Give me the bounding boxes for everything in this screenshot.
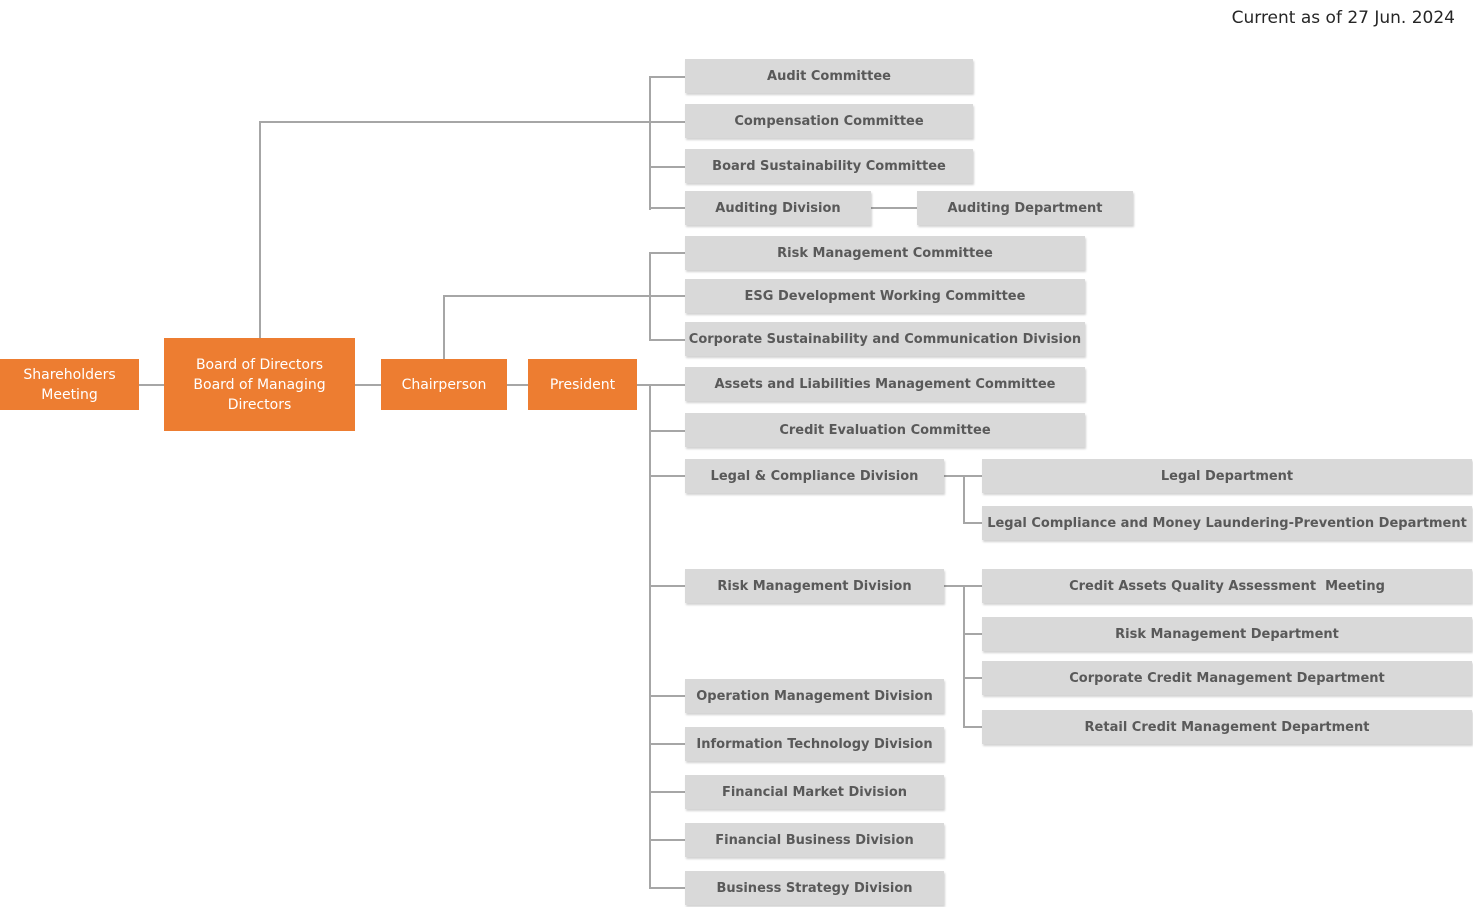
corporate-credit-management-department-box: Corporate Credit Management Department xyxy=(982,661,1472,695)
shareholders-meeting-box: Shareholders Meeting xyxy=(0,359,139,410)
board-line-3: Directors xyxy=(227,396,292,413)
esg-development-committee-box: ESG Development Working Committee xyxy=(685,279,1085,313)
financial-business-division-box: Financial Business Division xyxy=(685,823,944,857)
chairperson-box: Chairperson xyxy=(381,359,507,410)
auditing-division-box: Auditing Division xyxy=(685,191,871,225)
legal-compliance-division-box: Legal & Compliance Division xyxy=(685,459,944,493)
as-of-date: Current as of 27 Jun. 2024 xyxy=(1231,8,1455,28)
shareholders-meeting-line-1: Shareholders xyxy=(23,366,116,383)
business-strategy-division-box: Business Strategy Division xyxy=(685,871,944,905)
financial-market-division-box: Financial Market Division xyxy=(685,775,944,809)
operation-management-division-box: Operation Management Division xyxy=(685,679,944,713)
legal-department-box: Legal Department xyxy=(982,459,1472,493)
board-of-directors-box: Board of Directors Board of Managing Dir… xyxy=(164,338,355,431)
auditing-department-box: Auditing Department xyxy=(917,191,1133,225)
information-technology-division-box: Information Technology Division xyxy=(685,727,944,761)
credit-evaluation-committee-box: Credit Evaluation Committee xyxy=(685,413,1085,447)
retail-credit-management-department-box: Retail Credit Management Department xyxy=(982,710,1472,744)
risk-management-department-box: Risk Management Department xyxy=(982,617,1472,651)
risk-management-division-box: Risk Management Division xyxy=(685,569,944,603)
shareholders-meeting-line-2: Meeting xyxy=(41,386,98,403)
risk-management-committee-box: Risk Management Committee xyxy=(685,236,1085,270)
board-line-1: Board of Directors xyxy=(195,356,324,373)
board-line-2: Board of Managing xyxy=(193,376,326,393)
compensation-committee-box: Compensation Committee xyxy=(685,104,973,138)
aml-department-box: Legal Compliance and Money Laundering-Pr… xyxy=(982,506,1472,540)
audit-committee-box: Audit Committee xyxy=(685,59,973,93)
president-box: President xyxy=(528,359,637,410)
board-sustainability-committee-box: Board Sustainability Committee xyxy=(685,149,973,183)
corporate-sustainability-division-box: Corporate Sustainability and Communicati… xyxy=(685,322,1085,356)
credit-assets-quality-meeting-box: Credit Assets Quality Assessment Meeting xyxy=(982,569,1472,603)
alm-committee-box: Assets and Liabilities Management Commit… xyxy=(685,367,1085,401)
